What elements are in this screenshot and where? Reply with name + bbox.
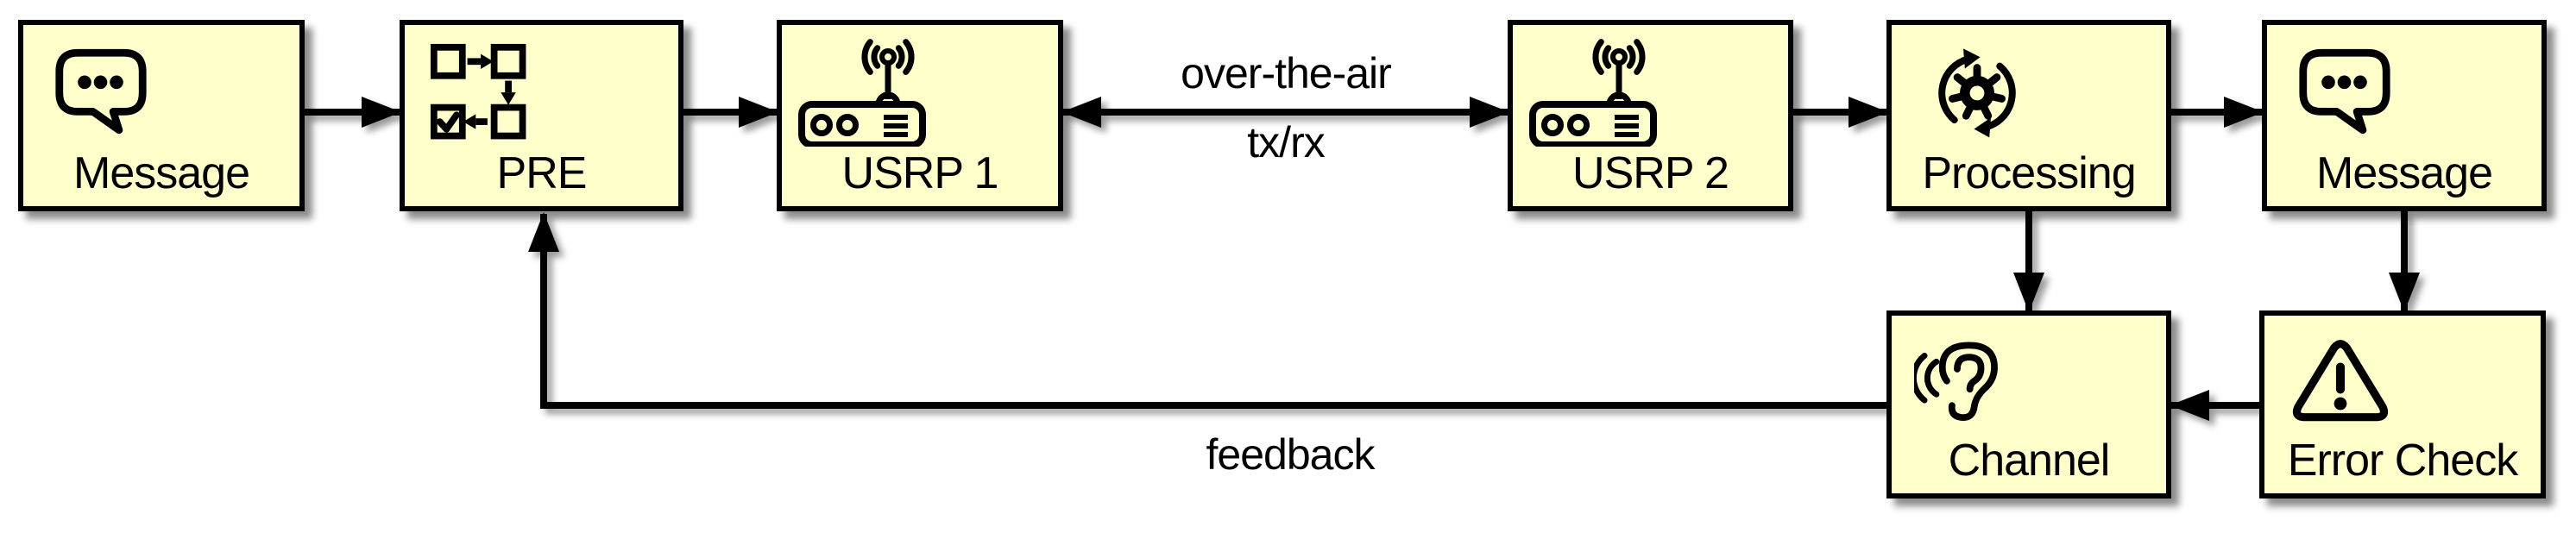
warning-triangle-icon [2292, 340, 2389, 422]
box-usrp2: USRP 2 [1508, 20, 1793, 211]
box-label: Channel [1948, 436, 2111, 486]
box-channel: Channel [1886, 310, 2171, 499]
tx-rx-label: tx/rx [1247, 118, 1325, 166]
radio-antenna-icon [1529, 39, 1657, 147]
speech-bubble-icon [55, 48, 147, 135]
box-message-output: Message [2262, 20, 2547, 211]
box-label: Message [2316, 148, 2493, 198]
box-label: Processing [1922, 148, 2136, 198]
box-label: USRP 1 [841, 148, 999, 198]
box-label: Error Check [2287, 436, 2518, 486]
box-usrp1: USRP 1 [777, 20, 1063, 211]
gear-sync-icon [1938, 48, 2016, 138]
box-message-input: Message [18, 20, 305, 211]
box-label: USRP 2 [1572, 148, 1729, 198]
box-label: Message [73, 148, 250, 198]
ear-listening-icon [1914, 342, 1998, 421]
feedback-line-channel-to-pre [528, 212, 1886, 409]
box-error-check: Error Check [2259, 310, 2546, 499]
radio-antenna-icon [798, 39, 926, 147]
box-pre: PRE [400, 20, 683, 211]
feedback-label: feedback [1206, 430, 1376, 479]
box-label: PRE [496, 148, 588, 198]
speech-bubble-icon [2299, 48, 2390, 135]
flowchart-icon [430, 43, 526, 140]
box-processing: Processing [1886, 20, 2171, 211]
over-the-air-label: over-the-air [1181, 49, 1392, 97]
